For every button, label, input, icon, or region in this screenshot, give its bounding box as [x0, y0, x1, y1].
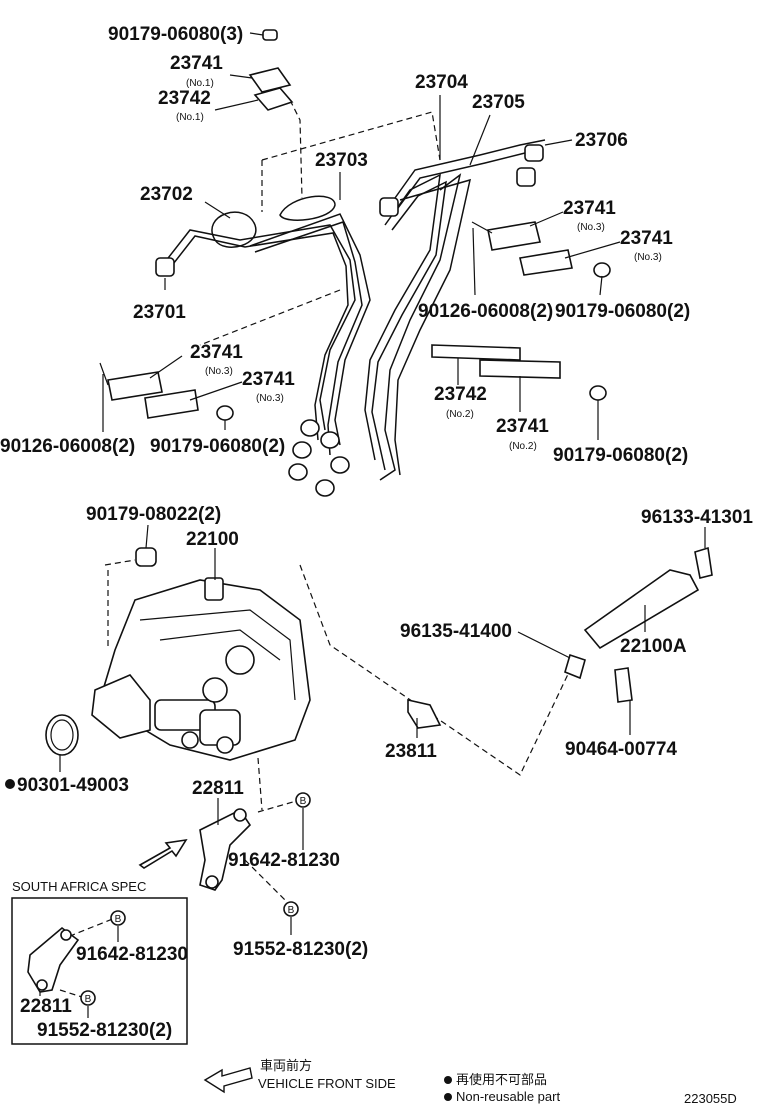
label-nut-pump: 90179-08022(2) [86, 504, 221, 525]
label-no3-l2: (No.3) [256, 393, 284, 404]
label-sa-91642: 91642-81230 [76, 944, 188, 965]
label-23741-l2: 23741 [242, 369, 295, 390]
legend-bullet-jp [444, 1076, 452, 1084]
footer-legend: 車両前方 VEHICLE FRONT SIDE 再使用不可部品 Non-reus… [203, 1058, 737, 1106]
label-23703: 23703 [315, 150, 368, 171]
vehicle-front-jp: 車両前方 [260, 1058, 312, 1073]
nonreusable-dot-oring [5, 779, 15, 789]
injection-pump-22100 [45, 547, 311, 761]
label-23741-no1: 23741 [170, 53, 223, 74]
label-top-gasket: 90179-06080(3) [108, 24, 243, 45]
fuel-hose-22100A [407, 546, 713, 729]
label-nut-mid-right: 90179-06080(2) [553, 445, 688, 466]
label-22100A: 22100A [620, 636, 687, 657]
label-96133: 96133-41301 [641, 507, 753, 528]
label-bolt-left: 90126-06008(2) [0, 436, 135, 457]
label-96135: 96135-41400 [400, 621, 512, 642]
label-23704: 23704 [415, 72, 468, 93]
label-23811: 23811 [385, 741, 437, 762]
label-23706: 23706 [575, 130, 628, 151]
nonreuse-jp: 再使用不可部品 [456, 1072, 547, 1087]
label-no1-a: (No.1) [186, 78, 214, 89]
label-sa-91552: 91552-81230(2) [37, 1020, 172, 1041]
label-91642: 91642-81230 [228, 850, 340, 871]
nonreuse-en: Non-reusable part [456, 1089, 560, 1104]
b-mark-4: B [85, 994, 92, 1005]
diagram-code: 223055D [684, 1091, 737, 1106]
label-23742-no2: 23742 [434, 384, 487, 405]
label-nut-right: 90179-06080(2) [555, 301, 690, 322]
injection-pipes [155, 139, 546, 497]
label-no1-b: (No.1) [176, 112, 204, 123]
label-no3-r2: (No.3) [634, 252, 662, 263]
b-mark-2: B [288, 905, 295, 916]
b-mark-1: B [300, 796, 307, 807]
vehicle-front-arrow-icon [203, 1067, 253, 1094]
label-no2-b: (No.2) [509, 441, 537, 452]
label-nut-left: 90179-06080(2) [150, 436, 285, 457]
label-sa-title: SOUTH AFRICA SPEC [12, 879, 146, 894]
label-23742-no1: 23742 [158, 88, 211, 109]
label-oring: 90301-49003 [17, 775, 129, 796]
label-23701: 23701 [133, 302, 186, 323]
clamp-parts-top [99, 29, 611, 421]
label-91552: 91552-81230(2) [233, 939, 368, 960]
label-no3-r1: (No.3) [577, 222, 605, 233]
bracket-22811 [138, 808, 252, 891]
label-23741-l1: 23741 [190, 342, 243, 363]
b-mark-3: B [115, 914, 122, 925]
label-no2-a: (No.2) [446, 409, 474, 420]
part-labels: 90179-06080(3) 23741 (No.1) 23742 (No.1)… [0, 24, 753, 1041]
label-23741-r1: 23741 [563, 198, 616, 219]
legend-bullet-en [444, 1093, 452, 1101]
label-23741-no2: 23741 [496, 416, 549, 437]
label-23741-r2: 23741 [620, 228, 673, 249]
leader-lines [39, 32, 706, 1018]
bolt-b-marks: B B B B [80, 792, 311, 1006]
vehicle-front-en: VEHICLE FRONT SIDE [258, 1076, 396, 1091]
south-africa-spec-box [11, 897, 188, 1045]
label-23702: 23702 [140, 184, 193, 205]
label-22811: 22811 [192, 778, 244, 799]
label-bolt-right: 90126-06008(2) [418, 301, 553, 322]
label-22100: 22100 [186, 529, 239, 550]
label-no3-l1: (No.3) [205, 366, 233, 377]
label-sa-22811: 22811 [20, 996, 72, 1017]
label-23705: 23705 [472, 92, 525, 113]
label-90464: 90464-00774 [565, 739, 677, 760]
